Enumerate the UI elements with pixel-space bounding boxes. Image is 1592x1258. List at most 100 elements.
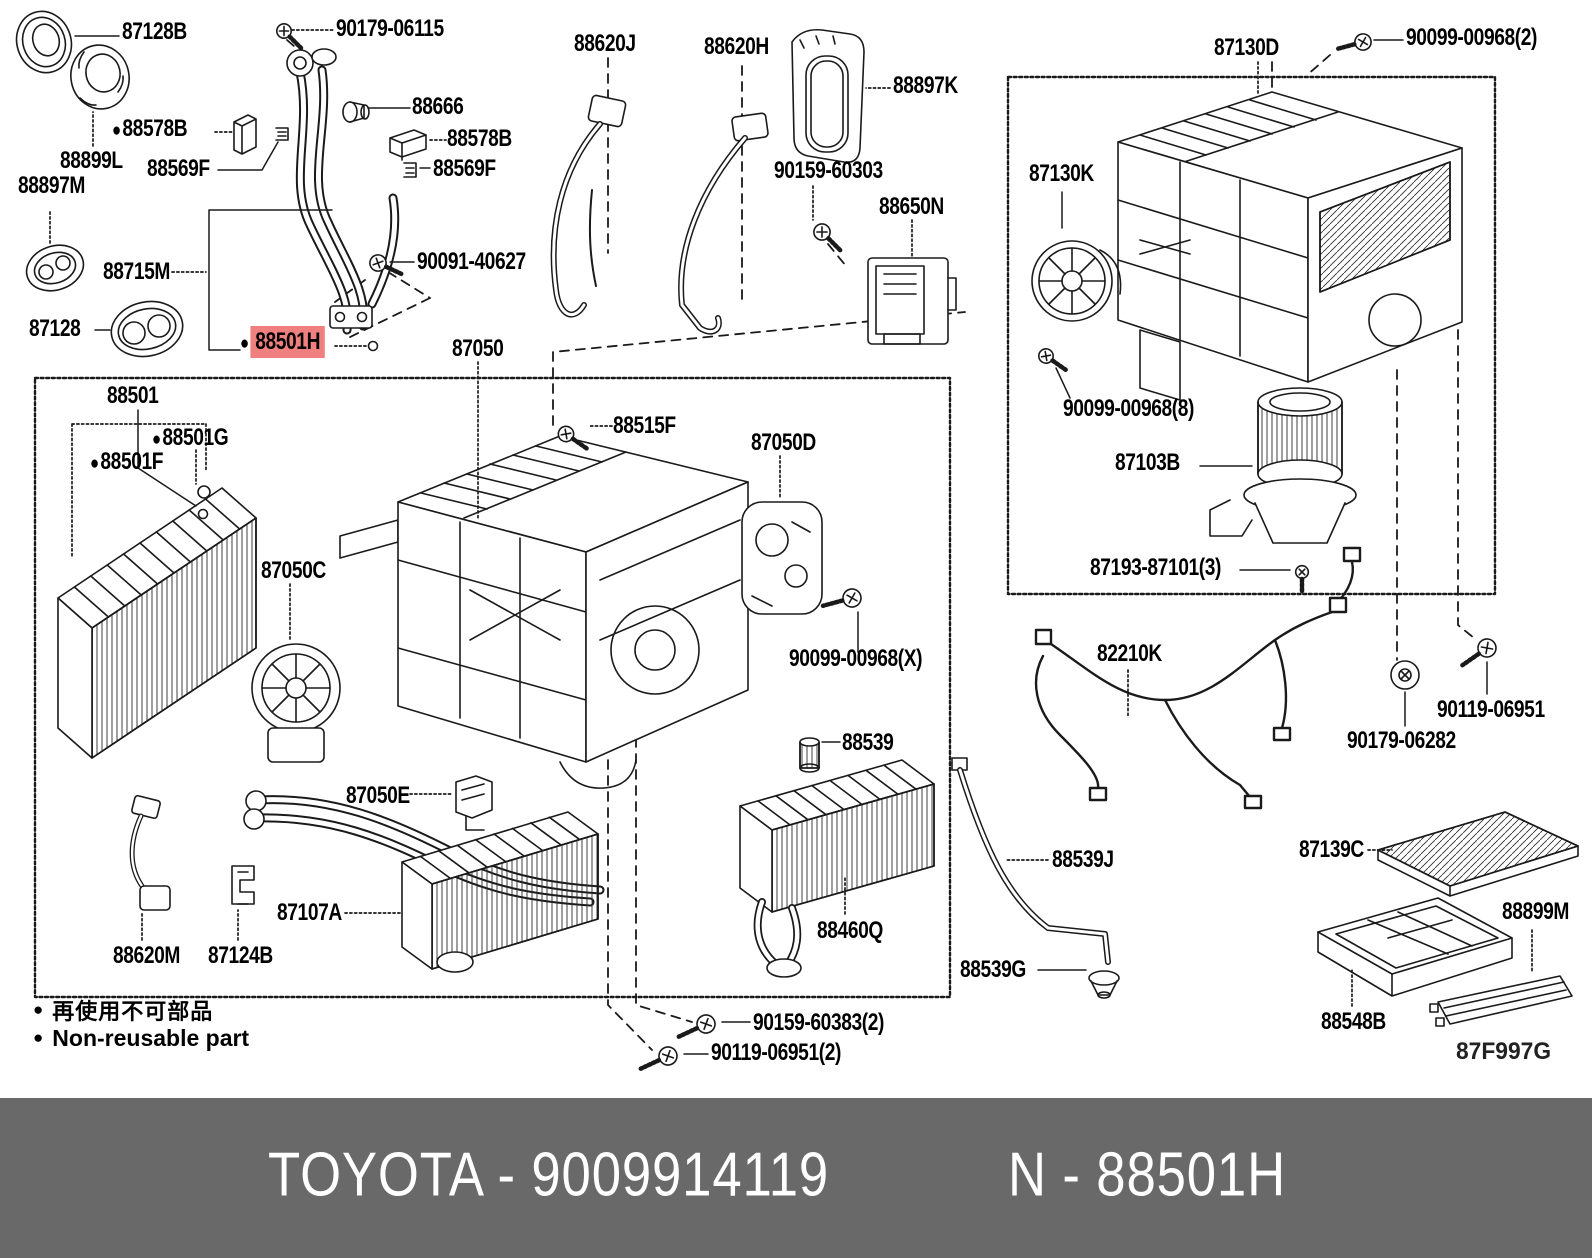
- part-number-text: 90179-06282: [1347, 727, 1456, 754]
- part-number-text: 88539G: [960, 956, 1026, 983]
- part-number-text: 90099-00968(8): [1063, 395, 1195, 422]
- part-number-text: 88539: [842, 729, 894, 756]
- part-number-text: 88548B: [1321, 1008, 1386, 1035]
- part-label-88539g: 88539G: [960, 958, 1026, 982]
- legend: ● 再使用不可部品 ● Non-reusable part: [33, 996, 249, 1052]
- grommet-90179-06282-art: [1391, 661, 1419, 689]
- part-number-text: 87050C: [261, 557, 326, 584]
- heater-core-88460Q-art: [740, 760, 934, 977]
- part-label-88715m: 88715M: [103, 260, 170, 284]
- part-label-87139c: 87139C: [1299, 838, 1364, 862]
- part-label-87103b: 87103B: [1115, 451, 1180, 475]
- legend-row-en: ● Non-reusable part: [33, 1024, 249, 1052]
- plate-88899L-art: [65, 40, 135, 115]
- footer-banner: TOYOTA - 9009914119 N - 88501H: [0, 1098, 1592, 1258]
- part-number-text: 88501F: [100, 448, 164, 475]
- part-label-87050: 87050: [452, 337, 504, 361]
- part-label-88501f: ●88501F: [90, 448, 164, 475]
- part-label-88578b: 88578B: [447, 127, 512, 151]
- screw-90099-00968-8: [1034, 344, 1072, 378]
- screw-90099-00968X: [821, 587, 863, 614]
- part-label-88569f: 88569F: [433, 157, 496, 181]
- thermistor-88620J-art: [554, 95, 627, 315]
- part-number-text: 90159-60383(2): [753, 1009, 885, 1036]
- servo-87050D-art: [742, 502, 822, 614]
- part-label-87050e: 87050E: [346, 784, 410, 808]
- part-number-text: 87130K: [1029, 160, 1094, 187]
- part-number-text: 88899L: [60, 147, 123, 174]
- heater-pipe-87107A-art: [244, 791, 600, 972]
- part-label-87128b: 87128B: [122, 20, 187, 44]
- part-label-87050d: 87050D: [751, 431, 816, 455]
- part-label-87107a: 87107A: [277, 901, 342, 925]
- part-label-88899m: 88899M: [1502, 900, 1569, 924]
- part-label-90099-00968-2-: 90099-00968(2): [1406, 26, 1537, 50]
- thermistor-88620H-art: [681, 113, 768, 332]
- blower-assembly-box: [1008, 77, 1495, 594]
- tray-88548B-art: [1318, 898, 1512, 996]
- non-reusable-dot-icon: ●: [33, 1028, 44, 1047]
- part-label-88899l: 88899L: [60, 149, 123, 173]
- part-label-88620m: 88620M: [113, 944, 180, 968]
- grommet-88539-art: [800, 738, 819, 772]
- part-label-90099-00968-x-: 90099-00968(X): [789, 645, 923, 672]
- part-label-88539: 88539: [842, 729, 894, 756]
- non-reusable-dot-icon: ●: [90, 453, 99, 474]
- part-number-text: 88899M: [1502, 898, 1569, 925]
- part-number-text: 87050E: [346, 782, 410, 809]
- fan-87130K-art: [1032, 241, 1121, 321]
- part-number-text: 87103B: [1115, 449, 1180, 476]
- part-number-text: 88620M: [113, 942, 180, 969]
- banner-reference-number: N - 88501H: [1008, 1140, 1287, 1210]
- part-number-text: 88501G: [162, 424, 229, 451]
- part-number-text: 88578B: [447, 125, 512, 152]
- part-label-88569f: 88569F: [147, 157, 210, 181]
- part-label-88897m: 88897M: [18, 174, 85, 198]
- screw-90119-06951-2: [637, 1044, 680, 1077]
- filter-87139C-art: [1378, 812, 1578, 896]
- non-reusable-dot-icon: ●: [112, 120, 121, 141]
- part-number-text: 88569F: [147, 155, 210, 182]
- damper-88578B-art: [234, 115, 426, 160]
- pipe-assembly-88715M-art: [287, 49, 395, 351]
- servo-87050C-art: [252, 644, 340, 762]
- part-label-88620h: 88620H: [704, 35, 769, 59]
- screw-90119-06951: [1457, 635, 1499, 672]
- part-number-text: 87128B: [122, 18, 187, 45]
- part-number-text: 88539J: [1052, 846, 1114, 873]
- part-number-text: 88569F: [433, 155, 496, 182]
- part-label-90179-06282: 90179-06282: [1347, 729, 1456, 753]
- leader-lines: [75, 36, 1487, 1054]
- part-label-88620j: 88620J: [574, 32, 636, 56]
- banner-brand-part-number: TOYOTA - 9009914119: [268, 1140, 830, 1210]
- part-number-text: 88501: [107, 382, 159, 409]
- part-number-text: 88666: [412, 93, 464, 120]
- part-label-88515f: 88515F: [613, 414, 676, 438]
- part-number-text: 87128: [29, 315, 81, 342]
- part-number-text: 88897K: [893, 72, 958, 99]
- damper-88899M-art: [1430, 976, 1572, 1026]
- part-number-text: 90091-40627: [417, 248, 526, 275]
- part-number-text: 90099-00968(X): [789, 645, 923, 672]
- part-number-text: 90179-06115: [336, 15, 444, 42]
- part-number-text: 87050D: [751, 429, 816, 456]
- evaporator-88501-art: [58, 486, 256, 758]
- dashed-guides: [287, 40, 1474, 1050]
- part-number-text: 88578B: [122, 115, 188, 142]
- part-label-87128: 87128: [29, 315, 81, 342]
- non-reusable-dot-icon: ●: [240, 333, 249, 354]
- cap-88666-art: [343, 102, 369, 122]
- part-label-87050c: 87050C: [261, 559, 326, 583]
- part-number-text: 90119-06951(2): [711, 1039, 841, 1066]
- part-number-text: 88620H: [704, 33, 769, 60]
- part-label-87124b: 87124B: [208, 944, 273, 968]
- part-label-88501: 88501: [107, 382, 159, 409]
- part-label-88897k: 88897K: [893, 74, 958, 98]
- dotted-leaders: [50, 30, 1532, 1006]
- part-number-text: 82210K: [1097, 640, 1162, 667]
- part-number-text: 87193-87101(3): [1090, 554, 1222, 581]
- harness-82210K-art: [1036, 548, 1360, 808]
- part-label-82210k: 82210K: [1097, 642, 1162, 666]
